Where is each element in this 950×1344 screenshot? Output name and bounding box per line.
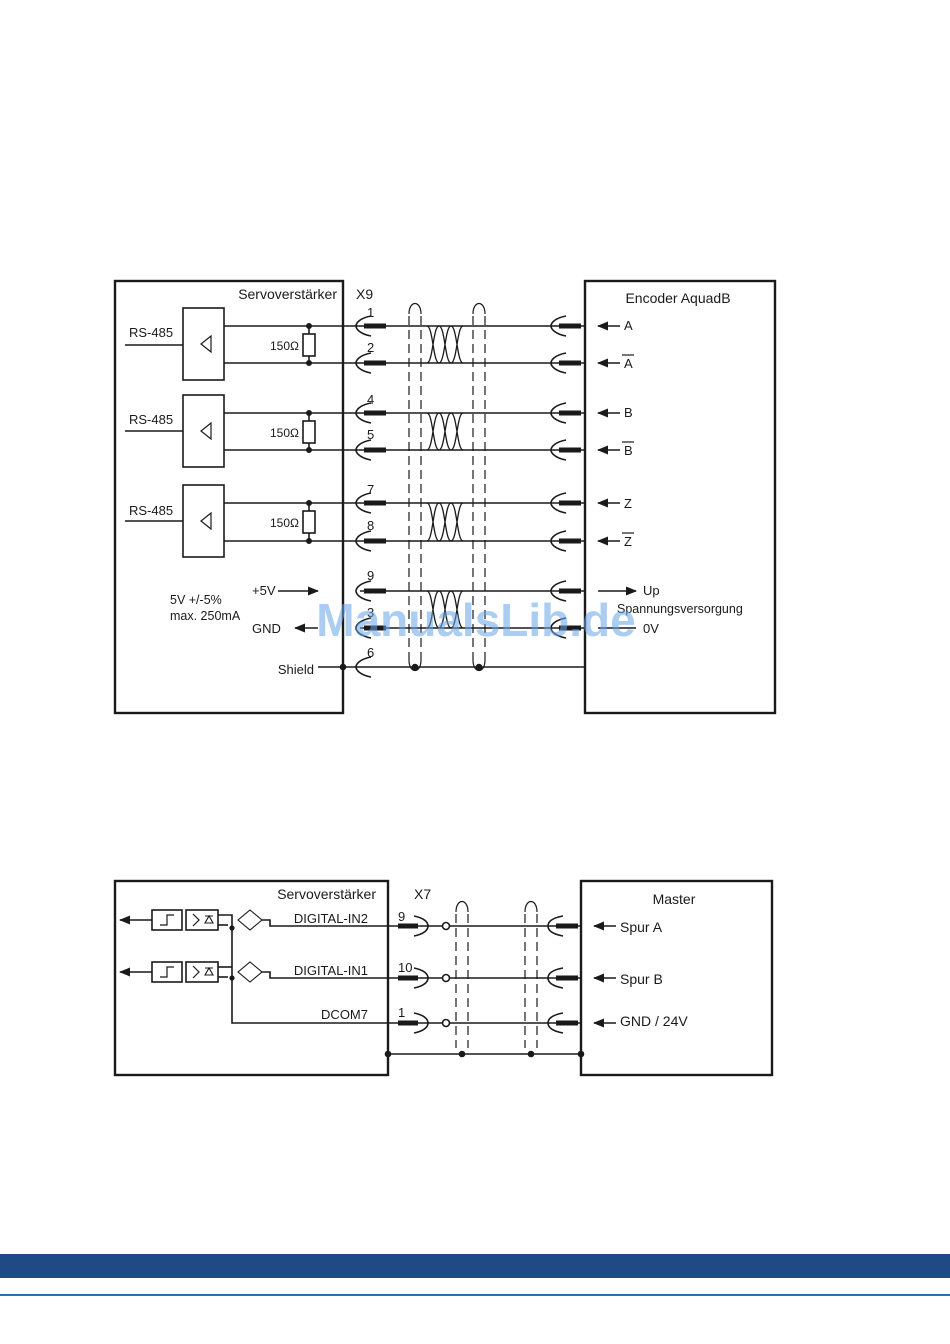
resistor-label-2: 150Ω [270, 426, 299, 440]
zero-volt-label: 0V [643, 621, 659, 636]
resistor-label-3: 150Ω [270, 516, 299, 530]
signal-z-not: Z [624, 534, 632, 549]
pin-9: 9 [367, 568, 374, 583]
encoder-diagram [115, 281, 775, 713]
supply-spec-line1: 5V +/-5% [170, 593, 222, 607]
resistor-label-1: 150Ω [270, 339, 299, 353]
shield-label: Shield [278, 662, 314, 677]
pin-7: 7 [367, 482, 374, 497]
encoder-signal-arrows [598, 326, 636, 628]
cable-shield-2 [456, 914, 537, 1048]
digital-input-diagram [115, 881, 772, 1075]
spur-b-label: Spur B [620, 971, 663, 987]
pin-5: 5 [367, 427, 374, 442]
pin-x7-10: 10 [398, 960, 412, 975]
dcom7-label: DCOM7 [321, 1007, 368, 1022]
pin-6: 6 [367, 645, 374, 660]
pin-2: 2 [367, 340, 374, 355]
receiver-1 [125, 308, 360, 380]
encoder-title: Encoder AquadB [625, 290, 730, 306]
servo-title-2: Servoverstärker [277, 886, 376, 902]
pin-x7-1: 1 [398, 1005, 405, 1020]
receiver-2 [125, 395, 360, 467]
spur-a-label: Spur A [620, 919, 663, 935]
master-signal-arrows [594, 926, 616, 1023]
connector-x7: X7 [414, 886, 431, 902]
digital-in1-label: DIGITAL-IN1 [294, 963, 368, 978]
rs485-label-3: RS-485 [129, 503, 173, 518]
master-title: Master [653, 891, 696, 907]
supply-label: Spannungsversorgung [617, 602, 743, 616]
rs485-label-1: RS-485 [129, 325, 173, 340]
encoder-box [585, 281, 775, 713]
gnd-24v-label: GND / 24V [620, 1013, 688, 1029]
rs485-label-2: RS-485 [129, 412, 173, 427]
watermark: ManualsLib.de [316, 594, 635, 646]
digital-in2-label: DIGITAL-IN2 [294, 911, 368, 926]
connector-x9: X9 [356, 286, 373, 302]
supply-spec-line2: max. 250mA [170, 609, 241, 623]
signal-b-not: B [624, 443, 633, 458]
signal-a-not: A [624, 356, 633, 371]
plus5v-label: +5V [252, 583, 276, 598]
pin-8: 8 [367, 518, 374, 533]
gnd-label: GND [252, 621, 281, 636]
twisted-pairs [427, 326, 463, 628]
footer-rule [0, 1294, 950, 1296]
signal-b: B [624, 405, 633, 420]
receiver-3 [125, 485, 360, 557]
encoder-sockets [551, 316, 581, 638]
pin-4: 4 [367, 392, 374, 407]
up-label: Up [643, 583, 660, 598]
signal-z: Z [624, 496, 632, 511]
encoder-diagram-text: Servoverstärker X9 Encoder AquadB RS-485… [129, 286, 743, 677]
pin-x7-9: 9 [398, 909, 405, 924]
digital-input-diagram-text: Servoverstärker X7 Master DIGITAL-IN2 DI… [277, 886, 696, 1029]
footer-bar [0, 1254, 950, 1278]
pin-1: 1 [367, 305, 374, 320]
servo-title-1: Servoverstärker [238, 286, 337, 302]
signal-a: A [624, 318, 633, 333]
master-sockets [548, 916, 578, 1033]
